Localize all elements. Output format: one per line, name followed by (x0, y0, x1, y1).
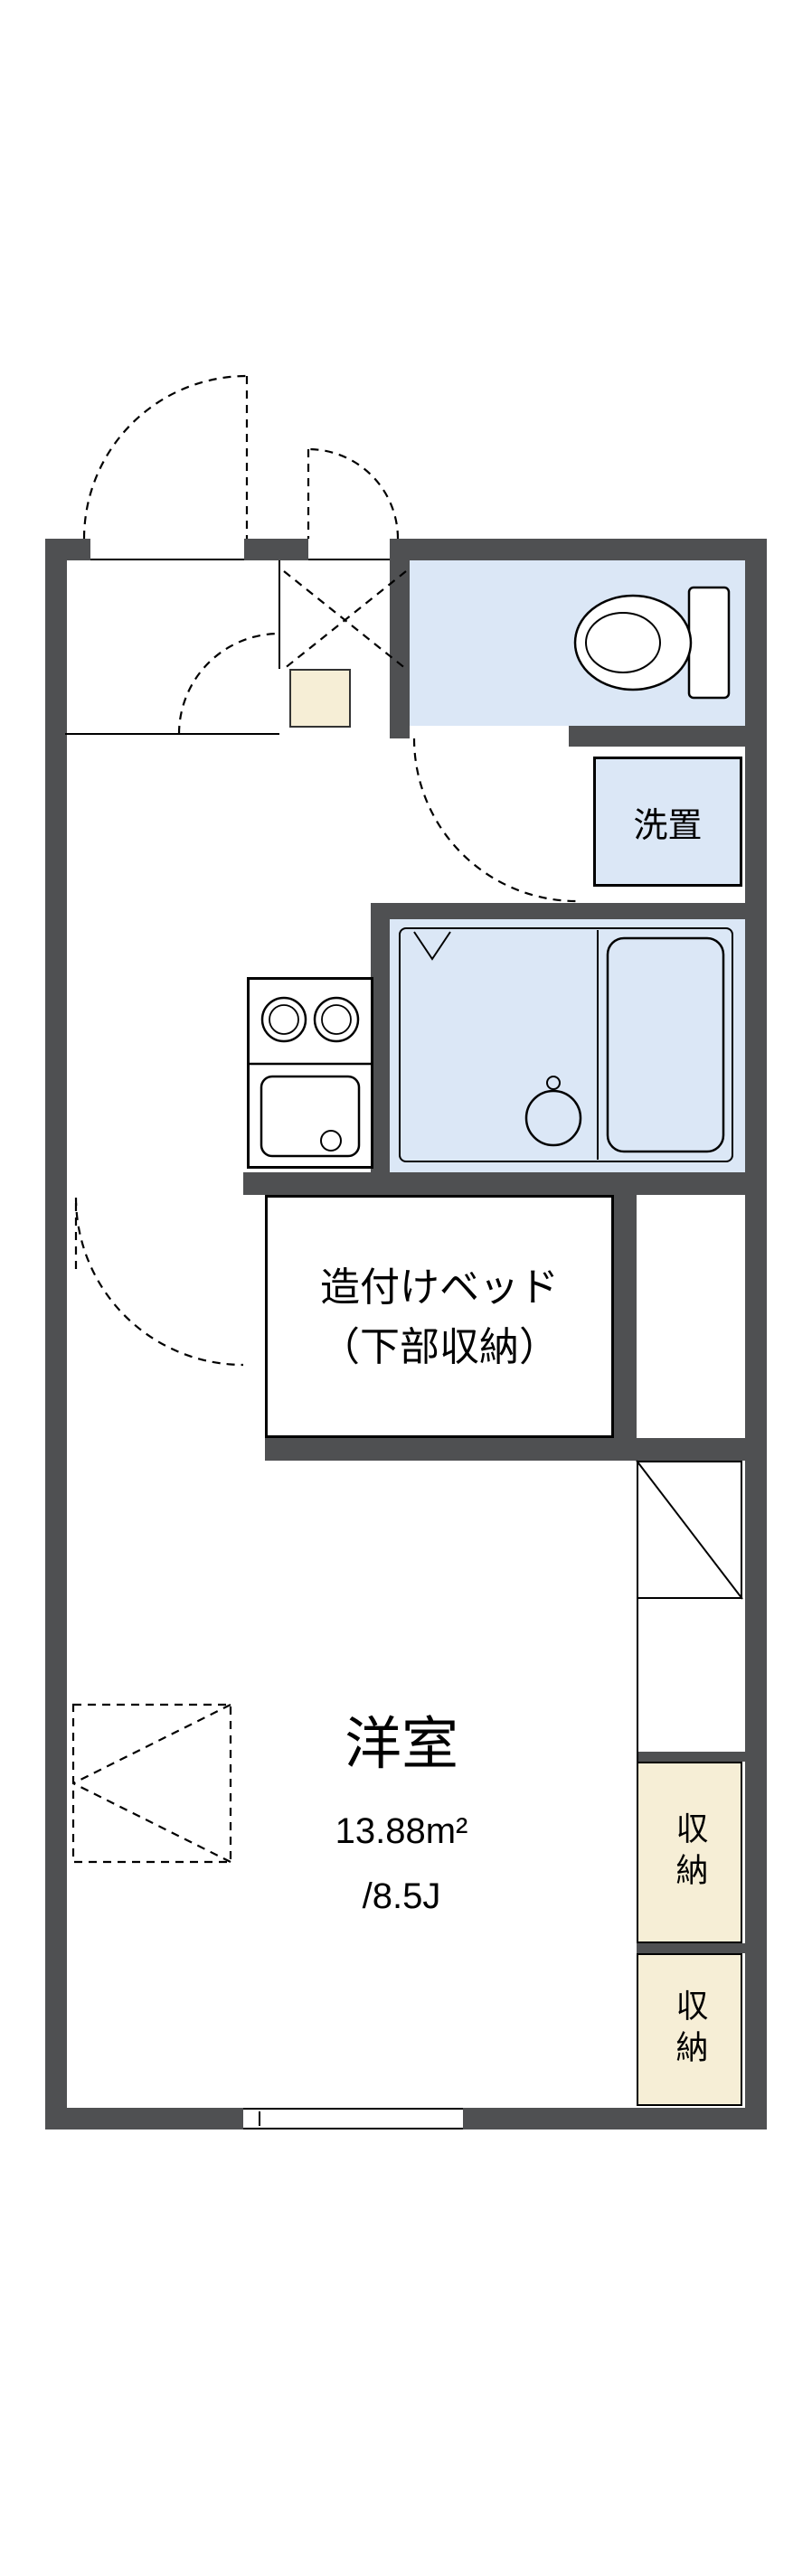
storage-closet-top-label: 収納 (671, 1810, 709, 1894)
storage-closet-top: 収納 (637, 1762, 742, 1943)
kitchen-unit (247, 977, 373, 1169)
wall-above-storage-top (637, 1752, 745, 1762)
built-in-bed-label-line2: （下部収納） (320, 1325, 559, 1369)
wall-toilet-left (390, 539, 410, 738)
wall-bath-left (371, 903, 390, 1195)
wall-bed-right (614, 1195, 637, 1461)
storage-closet-bottom-label: 収納 (671, 1988, 709, 2072)
wall-above-bath (371, 903, 767, 919)
built-in-bed (265, 1195, 614, 1438)
furniture-dashed-outline (71, 1703, 232, 1864)
entrance-second-door-arc (307, 447, 400, 540)
window-bottom (243, 2108, 463, 2129)
entrance-genkan-step (289, 669, 351, 728)
wall-toilet-bottom (569, 726, 767, 747)
toilet-room (410, 560, 745, 726)
wall-under-kitchen (243, 1172, 767, 1195)
built-in-bed-label: 造付けベッド （下部収納） (265, 1258, 614, 1377)
shoe-cabinet-cross (283, 570, 407, 670)
shelf-nook (637, 1461, 742, 1599)
storage-closet-bottom: 収納 (637, 1953, 742, 2106)
room-area-label: 13.88m² (335, 1811, 468, 1851)
room-tatami-label: /8.5J (362, 1876, 441, 1916)
furniture-fold-lines (72, 1704, 231, 1863)
built-in-bed-label-line1: 造付けベッド (320, 1265, 559, 1310)
wall-right (745, 539, 767, 2129)
nook-side-line (637, 1599, 638, 1762)
room-door-arc (74, 1197, 244, 1367)
toilet-door-arc (412, 738, 578, 903)
washing-machine-space: 洗置 (593, 757, 742, 887)
wall-between-storages (637, 1943, 745, 1953)
entrance-second-opening (308, 539, 394, 560)
wall-bed-bottom (265, 1438, 745, 1461)
hall-door-arc (177, 632, 280, 735)
wall-left (45, 539, 67, 2129)
washing-machine-label: 洗置 (633, 806, 703, 845)
entrance-door-opening (90, 539, 244, 560)
room-name-label: 洋室 (345, 1713, 458, 1776)
bathroom (390, 919, 745, 1172)
entrance-door-arc (82, 374, 248, 540)
